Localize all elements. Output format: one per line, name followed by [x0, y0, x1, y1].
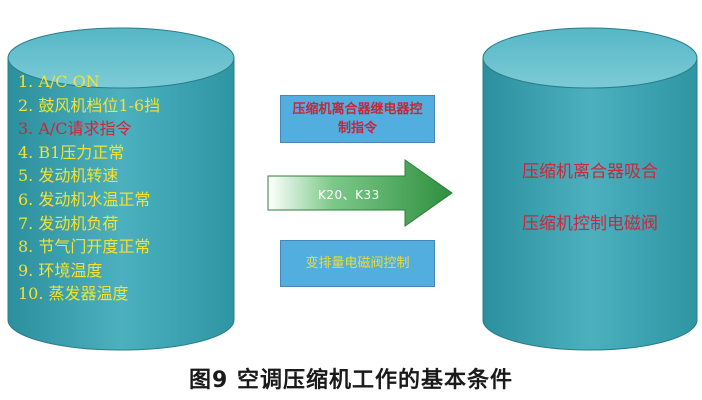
signal-arrow: [267, 159, 453, 227]
input-conditions-list: 1. A/C ON 2. 鼓风机档位1-6挡 3. A/C请求指令 4. B1压…: [18, 70, 218, 306]
input-condition: 1. A/C ON: [18, 72, 100, 91]
arrow-label: K20、K33: [318, 188, 380, 202]
input-condition: 7. 发动机负荷: [18, 213, 119, 233]
diagram-shapes: [7, 27, 698, 351]
clutch-relay-command-label: 压缩机离合器继电器控制指令: [292, 102, 423, 136]
input-condition: 9. 环境温度: [18, 260, 103, 280]
right-cylinder: [482, 27, 698, 351]
left-cylinder: [7, 27, 235, 351]
diagram: 1. A/C ON 2. 鼓风机档位1-6挡 3. A/C请求指令 4. B1压…: [7, 27, 698, 351]
output-clutch-engage: 压缩机离合器吸合: [522, 162, 658, 182]
valve-control-label: 变排量电磁阀控制: [305, 256, 410, 271]
input-condition: 8. 节气门开度正常: [18, 237, 151, 257]
input-condition: 4. B1压力正常: [18, 142, 125, 162]
output-control-valve: 压缩机控制电磁阀: [522, 214, 658, 234]
input-condition: 3. A/C请求指令: [18, 119, 132, 139]
clutch-relay-command-box: 压缩机离合器继电器控制指令: [280, 95, 435, 143]
input-condition: 5. 发动机转速: [18, 166, 119, 186]
input-condition: 2. 鼓风机档位1-6挡: [18, 95, 161, 115]
input-condition: 10. 蒸发器温度: [18, 284, 129, 304]
valve-control-box: 变排量电磁阀控制: [280, 240, 435, 287]
figure-caption: 图9 空调压缩机工作的基本条件: [189, 368, 513, 393]
input-condition: 6. 发动机水温正常: [18, 189, 151, 209]
